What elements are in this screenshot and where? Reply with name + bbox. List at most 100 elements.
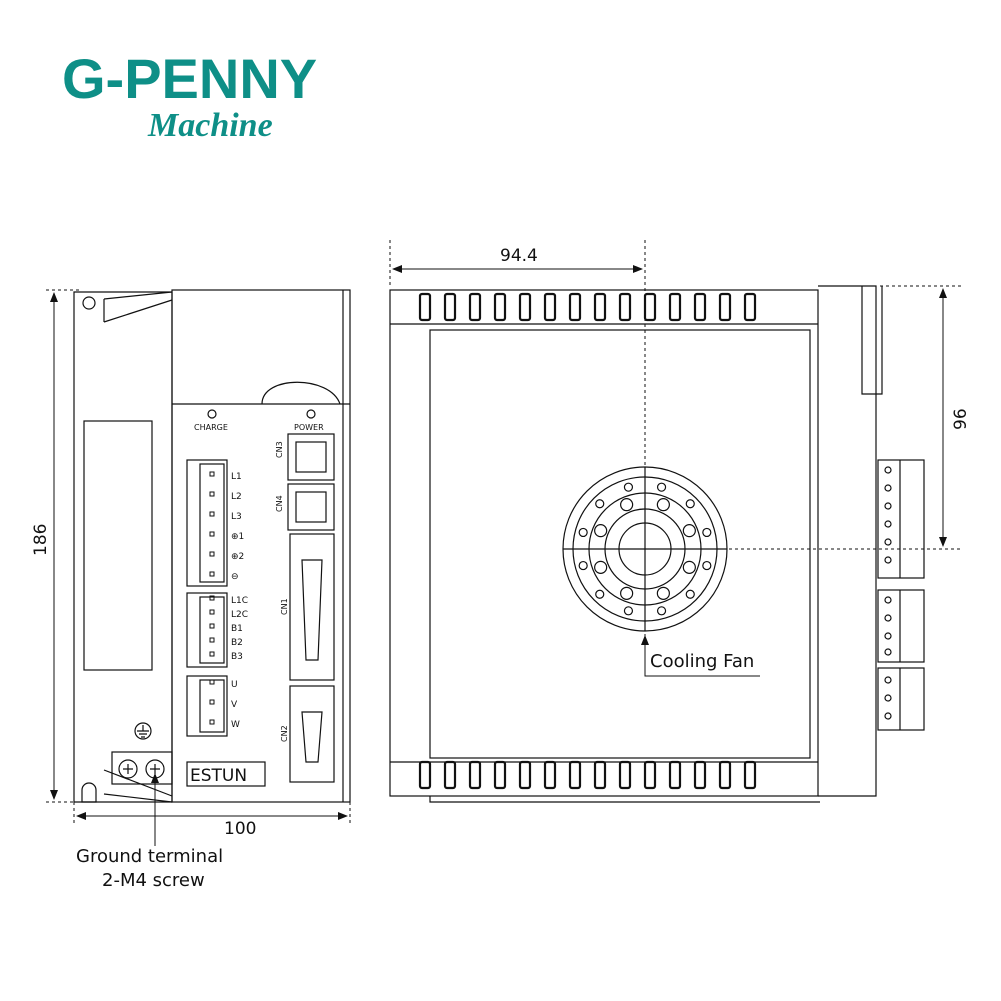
brand-label: ESTUN xyxy=(190,766,247,786)
side-pin xyxy=(884,538,892,546)
terminal-block-motor xyxy=(186,675,228,737)
ctrl-terminal-label: B2 xyxy=(231,638,243,648)
side-pin xyxy=(884,712,892,720)
side-pin xyxy=(884,632,892,640)
ctrl-terminal-pin xyxy=(209,609,215,615)
fan-mount-hole xyxy=(578,560,588,571)
fan-vent-hole xyxy=(594,524,608,538)
side-pin xyxy=(884,614,892,622)
fan-vent-hole xyxy=(682,524,696,538)
mount-slot-bottom xyxy=(81,782,97,803)
fan-mount-hole xyxy=(685,499,695,509)
heatsink-fin xyxy=(568,760,582,790)
fan-mount-hole xyxy=(702,560,712,571)
front-view xyxy=(73,289,351,803)
side-dimensions xyxy=(389,240,962,677)
main-terminal-label: L3 xyxy=(231,512,242,522)
heatsink-fin xyxy=(568,292,582,322)
ground-note-line1: Ground terminal xyxy=(76,846,223,867)
motor-terminal-label: U xyxy=(231,680,238,690)
fan-mount-hole xyxy=(685,589,695,599)
cn2-label: CN2 xyxy=(280,725,289,742)
mount-hole-top xyxy=(82,296,96,310)
fan-mount-hole xyxy=(656,606,667,616)
connector-cn2 xyxy=(289,685,335,783)
power-label: POWER xyxy=(294,423,324,432)
motor-terminal-pin xyxy=(209,679,215,685)
side-width-dim: 94.4 xyxy=(500,246,538,266)
fan-vent-hole xyxy=(656,586,670,600)
ctrl-terminal-pin xyxy=(209,651,215,657)
heatsink-fin xyxy=(668,760,682,790)
heatsink-fin xyxy=(518,292,532,322)
heatsink-fin xyxy=(443,760,457,790)
charge-led xyxy=(207,409,217,419)
heatsink-fin xyxy=(468,760,482,790)
heatsink-fin xyxy=(443,292,457,322)
fan-mount-hole xyxy=(623,606,634,616)
power-led xyxy=(306,409,316,419)
side-pin xyxy=(884,556,892,564)
main-terminal-label: ⊕2 xyxy=(231,552,244,562)
ctrl-terminal-pin xyxy=(209,623,215,629)
charge-label: CHARGE xyxy=(194,423,228,432)
heatsink-fin xyxy=(743,292,757,322)
side-connector-1 xyxy=(877,459,925,579)
ctrl-terminal-label: L2C xyxy=(231,610,248,620)
connector-cn4 xyxy=(287,483,335,531)
main-terminal-pin xyxy=(209,571,215,577)
terminal-block-ctrl xyxy=(186,592,228,668)
terminal-block-main xyxy=(186,459,228,587)
ground-note-line2: 2-M4 screw xyxy=(102,870,205,891)
heatsink-fin xyxy=(543,292,557,322)
heatsink-fins-top xyxy=(418,292,757,322)
main-terminal-label: L1 xyxy=(231,472,242,482)
side-view xyxy=(389,285,925,803)
front-mount-plate xyxy=(73,291,173,803)
side-pin xyxy=(884,466,892,474)
side-pin xyxy=(884,676,892,684)
heatsink-fin xyxy=(643,292,657,322)
main-terminal-pin xyxy=(209,471,215,477)
heatsink-fin xyxy=(718,292,732,322)
fan-vent-hole xyxy=(620,498,634,512)
side-pin xyxy=(884,648,892,656)
heatsink-fin xyxy=(593,292,607,322)
heatsink-fin xyxy=(618,292,632,322)
fan-vent-hole xyxy=(656,498,670,512)
front-heatsink-window xyxy=(83,420,153,671)
main-terminal-label: ⊕1 xyxy=(231,532,244,542)
side-connector-3 xyxy=(877,667,925,731)
front-height-dim: 186 xyxy=(31,524,51,556)
fan-mount-hole xyxy=(702,527,712,538)
side-pin xyxy=(884,694,892,702)
main-terminal-pin xyxy=(209,491,215,497)
heatsink-fin xyxy=(493,760,507,790)
fan-vent-hole xyxy=(682,560,696,574)
fan-mount-hole xyxy=(595,499,605,509)
ground-screw-1 xyxy=(118,759,138,779)
fan-mount-hole xyxy=(578,527,588,538)
heatsink-fin xyxy=(418,292,432,322)
motor-terminal-pin xyxy=(209,699,215,705)
fan-vent-hole xyxy=(594,560,608,574)
side-height-dim: 96 xyxy=(951,408,971,430)
ctrl-terminal-pin xyxy=(209,637,215,643)
side-pin xyxy=(884,596,892,604)
side-pin xyxy=(884,502,892,510)
motor-terminal-pin xyxy=(209,719,215,725)
ground-symbol-icon xyxy=(134,722,152,740)
motor-terminal-label: W xyxy=(231,720,240,730)
front-width-dim: 100 xyxy=(224,819,256,839)
main-terminal-pin xyxy=(209,531,215,537)
heatsink-fin xyxy=(743,760,757,790)
heatsink-fin xyxy=(693,760,707,790)
front-labels: CHARGE POWER ESTUN CN3 CN4 CN1 CN2 L1L2L… xyxy=(190,423,324,786)
side-pin xyxy=(884,484,892,492)
heatsink-fin xyxy=(718,760,732,790)
cooling-fan-label: Cooling Fan xyxy=(650,651,754,672)
main-terminal-label: ⊖ xyxy=(231,572,239,582)
logo: G-PENNY Machine xyxy=(62,47,317,144)
front-body xyxy=(171,289,351,803)
